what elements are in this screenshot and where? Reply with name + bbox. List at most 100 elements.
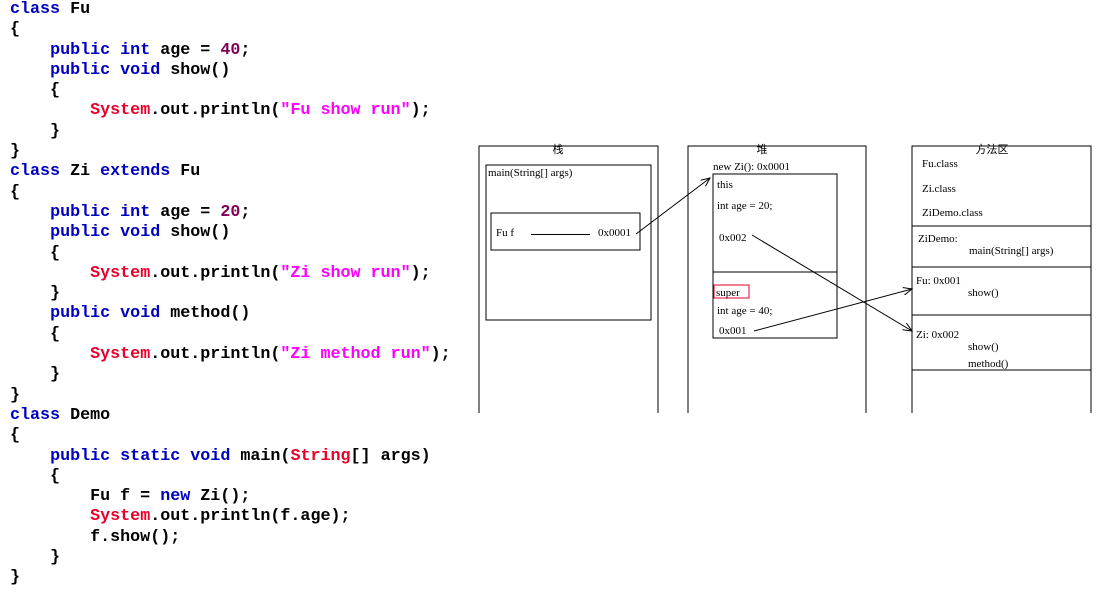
code-token: void: [120, 223, 161, 243]
code-token: [] args): [350, 446, 431, 466]
zi-method-method: method(): [968, 358, 1009, 370]
heap-column-frame: [687, 145, 867, 413]
code-token: System: [90, 345, 151, 365]
code-token: Fu f =: [10, 487, 161, 507]
code-line: public void show(): [10, 223, 451, 243]
code-token: "Zi show run": [280, 263, 411, 283]
super-highlight-box: [713, 284, 750, 299]
code-token: "Fu show run": [280, 101, 411, 121]
code-line: }: [10, 284, 451, 304]
code-line: {: [10, 20, 451, 40]
code-token: show(): [160, 60, 231, 80]
code-token: Demo: [60, 405, 111, 425]
code-token: class: [10, 405, 61, 425]
code-token: extends: [100, 162, 171, 182]
code-token: }: [10, 385, 21, 405]
code-line: f.show();: [10, 528, 451, 548]
code-token: System: [90, 101, 151, 121]
variable-f-name: Fu f: [496, 227, 514, 239]
zidemo-main-method: main(String[] args): [969, 245, 1054, 257]
code-token: ;: [240, 202, 251, 222]
code-token: {: [10, 20, 21, 40]
zi-method-ref: 0x002: [719, 232, 747, 244]
zidemo-section-label: ZiDemo:: [918, 233, 958, 245]
arrow-fu-ref-to-fu-class: [753, 289, 912, 332]
code-token: void: [190, 446, 231, 466]
code-line: class Zi extends Fu: [10, 162, 451, 182]
class-entry-zi: Zi.class: [922, 183, 956, 195]
code-token: );: [410, 263, 431, 283]
main-frame-label: main(String[] args): [488, 167, 573, 179]
code-token: Fu: [170, 162, 201, 182]
stack-region: 栈 main(String[] args) Fu f 0x0001: [478, 142, 659, 413]
code-token: class: [10, 162, 61, 182]
code-token: {: [10, 81, 61, 101]
code-token: .out.println(: [150, 101, 281, 121]
main-frame-box: [485, 164, 652, 321]
code-token: Fu: [60, 0, 91, 19]
method-area-title: 方法区: [976, 142, 1009, 156]
code-line: System.out.println(f.age);: [10, 507, 451, 527]
code-line: System.out.println("Zi method run");: [10, 345, 451, 365]
code-token: .out.println(f.age);: [150, 507, 351, 527]
code-line: {: [10, 183, 451, 203]
code-token: ;: [240, 40, 251, 60]
code-token: public: [50, 223, 111, 243]
code-line: }: [10, 386, 451, 406]
stack-title: 栈: [553, 142, 564, 156]
zi-show-method: show(): [968, 341, 999, 353]
stack-column-frame: [478, 145, 659, 413]
code-token: );: [410, 101, 431, 121]
code-token: {: [10, 426, 21, 446]
code-token: Zi();: [190, 487, 251, 507]
code-line: System.out.println("Fu show run");: [10, 101, 451, 121]
code-token: void: [120, 304, 161, 324]
code-token: }: [10, 568, 21, 588]
fu-section-label: Fu: 0x001: [916, 275, 961, 287]
code-line: {: [10, 81, 451, 101]
code-line: {: [10, 325, 451, 345]
code-token: age =: [150, 40, 221, 60]
super-label: super: [716, 287, 740, 299]
code-line: {: [10, 244, 451, 264]
code-token: }: [10, 284, 61, 304]
code-token: public: [50, 60, 111, 80]
code-line: public void method(): [10, 304, 451, 324]
code-line: public int age = 40;: [10, 41, 451, 61]
code-line: System.out.println("Zi show run");: [10, 264, 451, 284]
code-line: class Demo: [10, 406, 451, 426]
heap-title: 堆: [757, 143, 768, 156]
code-token: }: [10, 548, 61, 568]
code-line: }: [10, 548, 451, 568]
code-line: }: [10, 142, 451, 162]
fu-show-method: show(): [968, 287, 999, 299]
code-token: public: [50, 304, 111, 324]
code-token: show(): [160, 223, 231, 243]
code-token: public: [50, 40, 111, 60]
code-token: Zi: [60, 162, 101, 182]
code-line: public int age = 20;: [10, 203, 451, 223]
zi-section-label: Zi: 0x002: [916, 329, 959, 341]
code-token: {: [10, 243, 61, 263]
code-token: main(: [230, 446, 291, 466]
code-token: f.show();: [10, 527, 181, 547]
code-token: String: [290, 446, 351, 466]
code-token: static: [120, 446, 181, 466]
code-line: public static void main(String[] args): [10, 447, 451, 467]
arrow-zi-ref-to-zi-class: [751, 234, 912, 331]
code-token: }: [10, 142, 21, 162]
code-token: class: [10, 0, 61, 19]
code-line: Fu f = new Zi();: [10, 487, 451, 507]
code-line: {: [10, 426, 451, 446]
code-line: {: [10, 467, 451, 487]
arrow-f-to-zi-object: [635, 178, 710, 235]
code-token: {: [10, 182, 21, 202]
code-token: System: [90, 263, 151, 283]
code-token: {: [10, 466, 61, 486]
this-label: this: [717, 179, 733, 191]
code-token: .out.println(: [150, 263, 281, 283]
code-token: );: [430, 345, 451, 365]
code-token: method(): [160, 304, 251, 324]
code-token: age =: [150, 202, 221, 222]
